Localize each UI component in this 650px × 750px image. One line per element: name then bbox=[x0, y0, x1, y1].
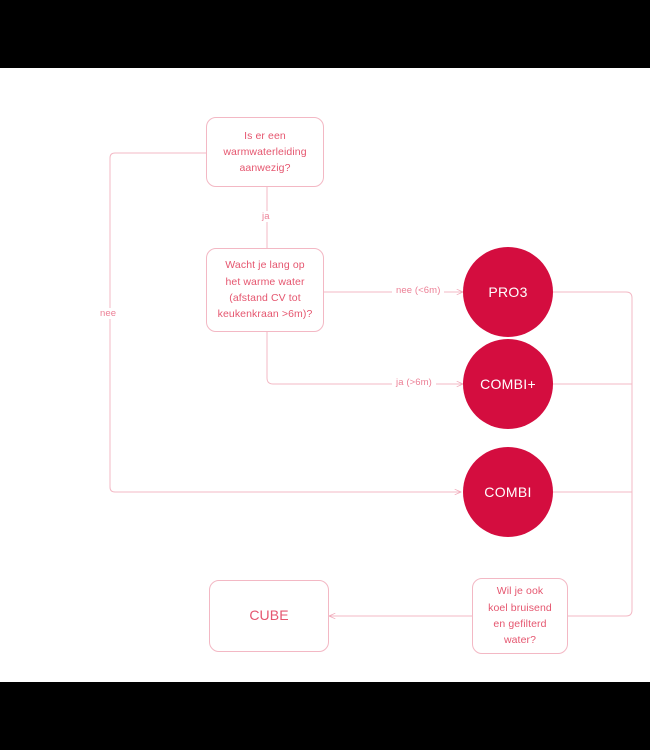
node-q3-line-3: en gefilterd bbox=[493, 618, 547, 630]
node-q3-line-1: Wil je ook bbox=[496, 585, 544, 598]
edge-q1-combi bbox=[109, 152, 461, 492]
node-combi[interactable]: COMBI bbox=[463, 447, 553, 537]
node-q1-line-3: aanwezig? bbox=[239, 162, 291, 175]
node-q2-line-3: (afstand CV tot bbox=[229, 292, 301, 304]
edge-q2-combiplus bbox=[266, 332, 463, 384]
node-cube[interactable]: CUBE bbox=[209, 580, 329, 652]
node-pro3[interactable]: PRO3 bbox=[463, 247, 553, 337]
node-q3-line-4: water? bbox=[503, 634, 537, 647]
node-q2-line-2: het warme water bbox=[225, 275, 305, 288]
edge-label-ja: ja bbox=[258, 211, 274, 222]
node-q2-line-1: Wacht je lang op bbox=[225, 259, 305, 272]
node-q1-line-2: warmwaterleiding bbox=[223, 145, 307, 158]
edge-label-ja-gt6m: ja (>6m) bbox=[392, 377, 436, 388]
node-cube-label: CUBE bbox=[249, 607, 289, 624]
letterbox-bottom bbox=[0, 682, 650, 750]
node-combiplus[interactable]: COMBI+ bbox=[463, 339, 553, 429]
node-q2[interactable]: Wacht je lang op het warme water (afstan… bbox=[206, 248, 324, 332]
node-pro3-label: PRO3 bbox=[488, 284, 528, 300]
edge-label-nee-lt6m: nee (<6m) bbox=[392, 285, 445, 296]
flowchart-canvas: Is er een warmwaterleiding aanwezig? Wac… bbox=[0, 68, 650, 682]
node-q1[interactable]: Is er een warmwaterleiding aanwezig? bbox=[206, 117, 324, 187]
edge-layer bbox=[109, 152, 633, 682]
edge-pro3-q3 bbox=[553, 291, 633, 617]
node-q3-line-2: koel bruisend bbox=[488, 601, 552, 614]
node-q3[interactable]: Wil je ook koel bruisend en gefilterd wa… bbox=[472, 578, 568, 654]
letterbox-top bbox=[0, 0, 650, 68]
node-combiplus-label: COMBI+ bbox=[480, 376, 536, 392]
node-q2-line-4: keukenkraan >6m)? bbox=[217, 308, 313, 321]
node-combi-label: COMBI bbox=[484, 484, 532, 500]
edge-label-nee: nee bbox=[96, 308, 121, 319]
node-q1-line-1: Is er een bbox=[244, 129, 286, 142]
